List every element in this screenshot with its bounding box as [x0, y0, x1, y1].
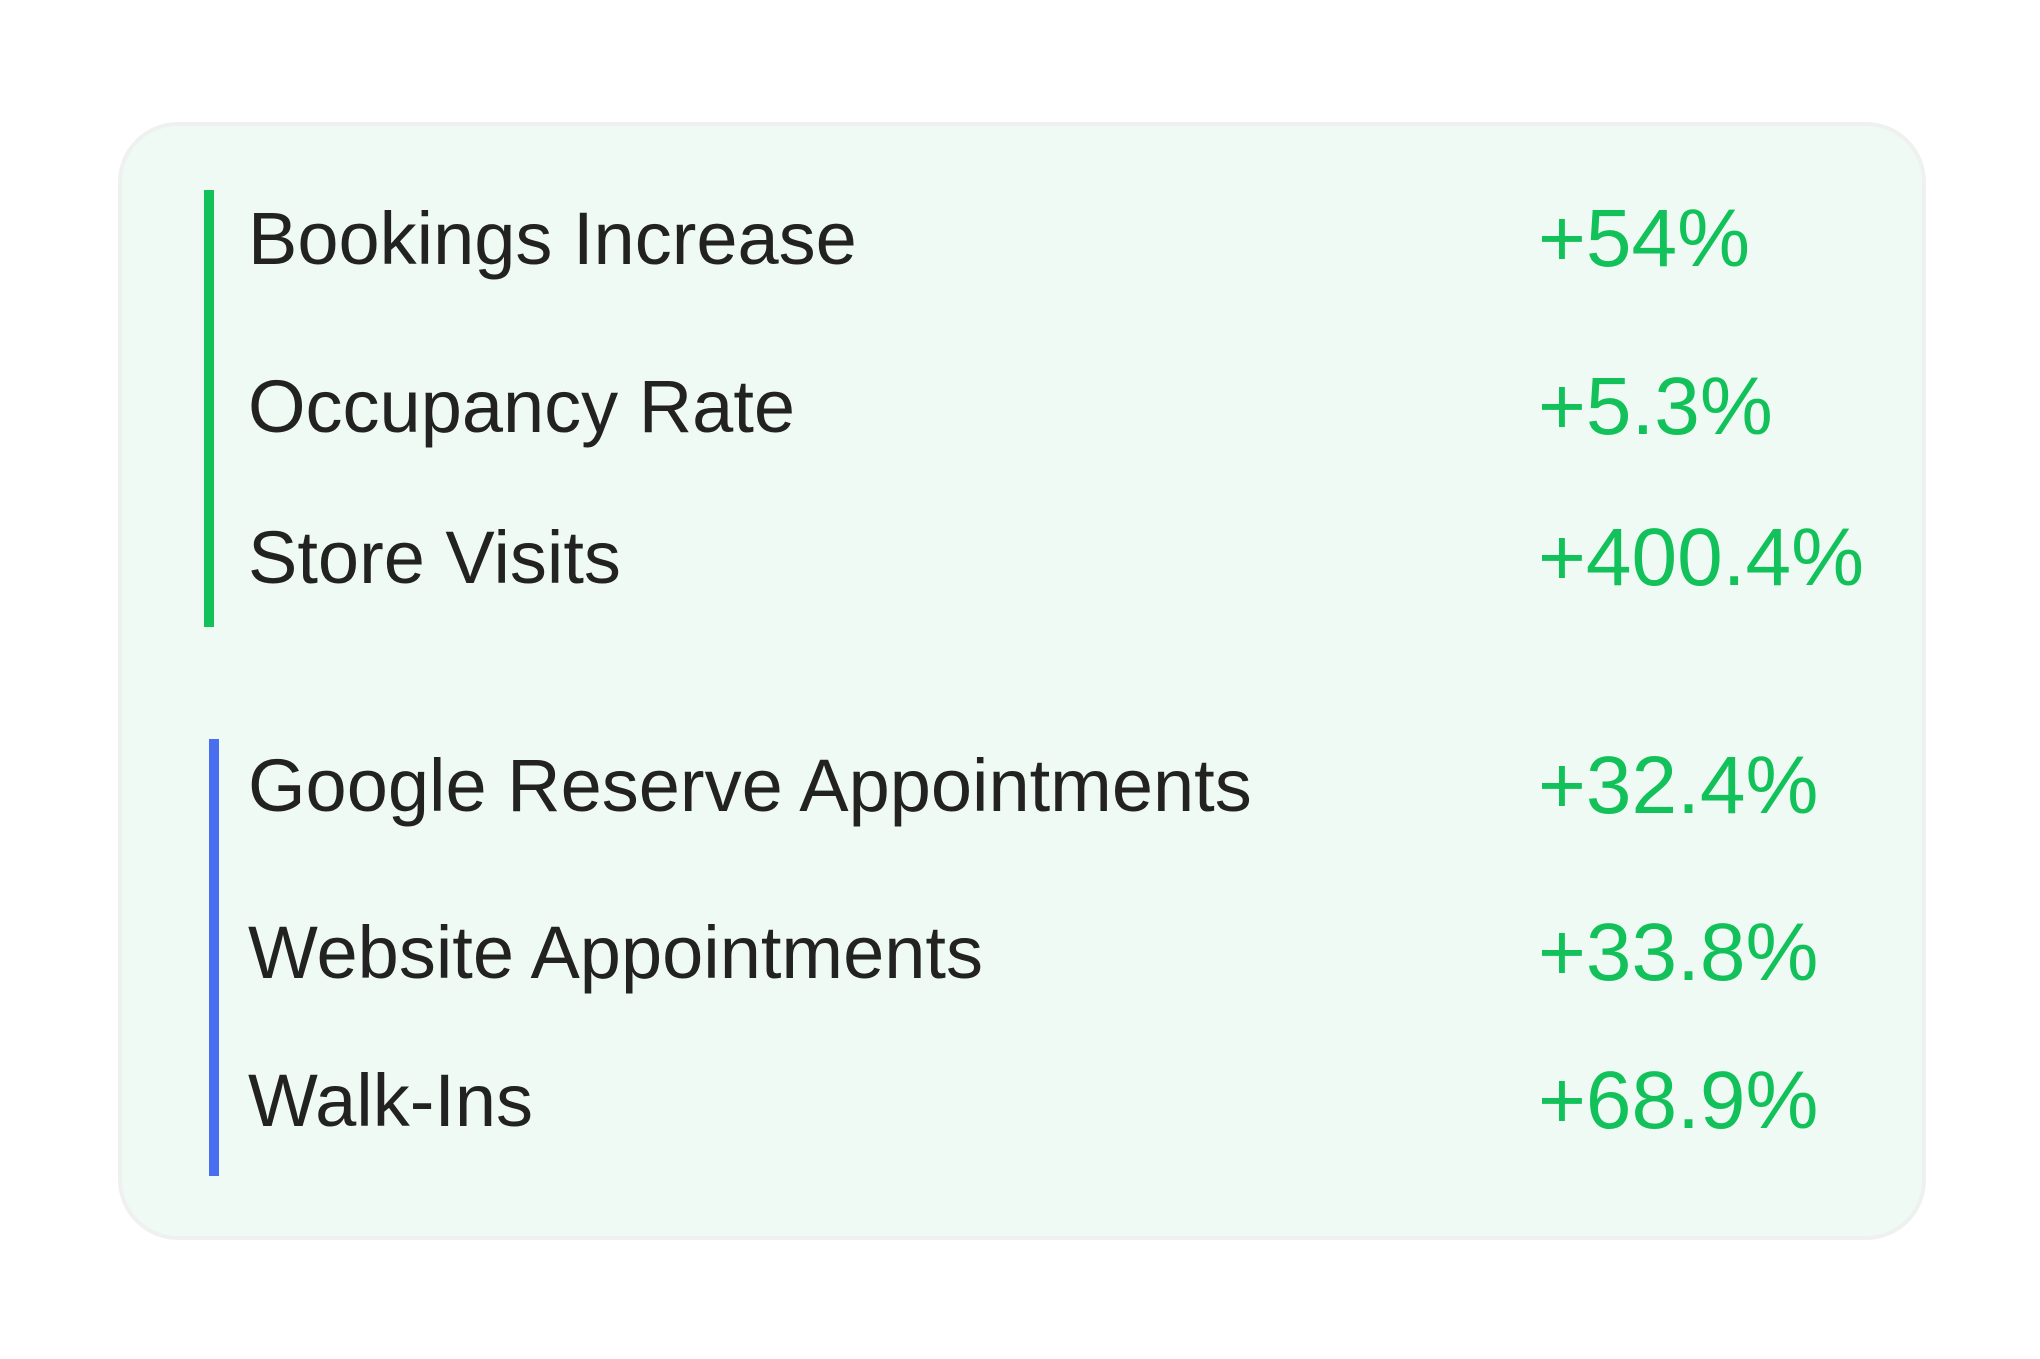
- metric-label: Bookings Increase: [248, 197, 857, 280]
- metric-label: Store Visits: [248, 516, 621, 599]
- group-2-accent-bar: [209, 739, 219, 1176]
- group-1-accent-bar: [204, 190, 214, 627]
- metric-row-occupancy-rate: Occupancy Rate +5.3%: [248, 352, 1898, 462]
- metrics-group-1: Bookings Increase +54% Occupancy Rate +5…: [204, 190, 1904, 627]
- metric-value: +32.4%: [1538, 740, 1819, 831]
- metric-value: +54%: [1538, 193, 1751, 284]
- metric-row-website-appointments: Website Appointments +33.8%: [248, 898, 1898, 1008]
- metric-value: +68.9%: [1538, 1055, 1819, 1146]
- metric-value: +33.8%: [1538, 907, 1819, 998]
- metrics-card: [118, 122, 1926, 1240]
- metric-row-google-reserve-appointments: Google Reserve Appointments +32.4%: [248, 731, 1898, 841]
- metric-value: +5.3%: [1538, 361, 1773, 452]
- metric-label: Website Appointments: [248, 911, 983, 994]
- metric-label: Occupancy Rate: [248, 365, 796, 448]
- metric-row-store-visits: Store Visits +400.4%: [248, 503, 1898, 613]
- metric-row-walk-ins: Walk-Ins +68.9%: [248, 1046, 1898, 1156]
- metric-value: +400.4%: [1538, 512, 1864, 603]
- metric-label: Walk-Ins: [248, 1059, 534, 1142]
- metrics-group-2: Google Reserve Appointments +32.4% Websi…: [204, 739, 1904, 1176]
- metric-row-bookings-increase: Bookings Increase +54%: [248, 184, 1898, 294]
- metric-label: Google Reserve Appointments: [248, 744, 1252, 827]
